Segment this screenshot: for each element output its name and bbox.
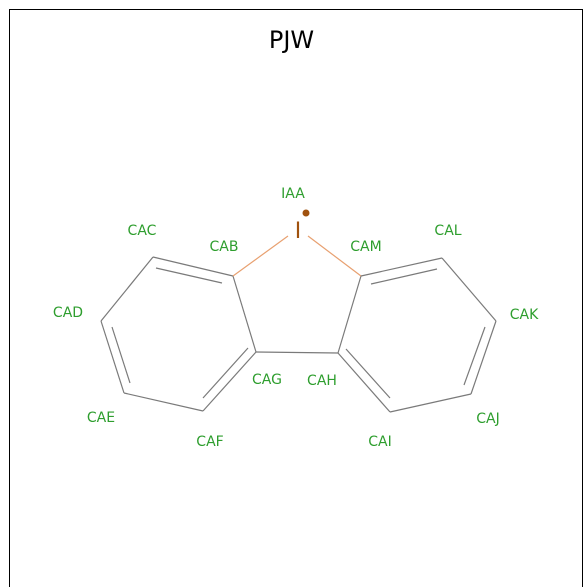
atom-label-cam: CAM [350,239,381,255]
bond-cag-cah [255,351,339,354]
bond-caj-cai [389,393,472,413]
bond-cal-cak [441,257,497,322]
bond-cab-cac-inner [155,267,223,284]
atom-labels: IAA CAB CAC CAD CAE CAF CAG CAH CAI CAJ … [53,186,539,450]
bond-caf-cag [202,351,257,412]
bond-iaa-cam [307,235,362,277]
bond-cam-cal-inner [370,268,438,285]
atom-label-cae: CAE [87,410,115,426]
bond-cai-cah-inner [345,348,391,399]
bond-cag-cab [232,275,257,353]
bond-cad-cae [100,320,125,394]
atom-label-cac: CAC [128,223,157,239]
diagram-frame [9,9,583,587]
atom-label-cag: CAG [252,372,282,388]
atom-label-cai: CAI [368,434,391,450]
iodine-symbol: I [295,219,302,244]
iodine-atom: I [295,209,310,244]
atom-label-caj: CAJ [476,411,499,427]
bond-cab-cac [152,256,234,277]
atom-label-caf: CAF [196,434,223,450]
bond-cah-cam [337,275,362,354]
atom-label-cad: CAD [53,305,83,321]
bond-caf-cag-inner [202,347,249,399]
atom-label-iaa: IAA [281,186,305,202]
atom-label-cah: CAH [307,373,337,389]
bonds [100,235,497,413]
bond-cac-cad [100,256,154,322]
bond-cak-caj [470,320,497,395]
bond-cad-cae-inner [111,326,131,384]
molecule-title: PJW [268,26,315,54]
radical-dot [302,209,310,217]
atom-label-cak: CAK [510,307,539,323]
bond-cam-cal [360,257,443,277]
bond-iaa-cab [232,235,289,277]
atom-label-cal: CAL [434,223,461,239]
atom-label-cab: CAB [210,239,239,255]
bond-cae-caf [123,392,204,412]
bond-cai-cah [337,352,391,413]
bond-cak-caj-inner [463,326,486,386]
